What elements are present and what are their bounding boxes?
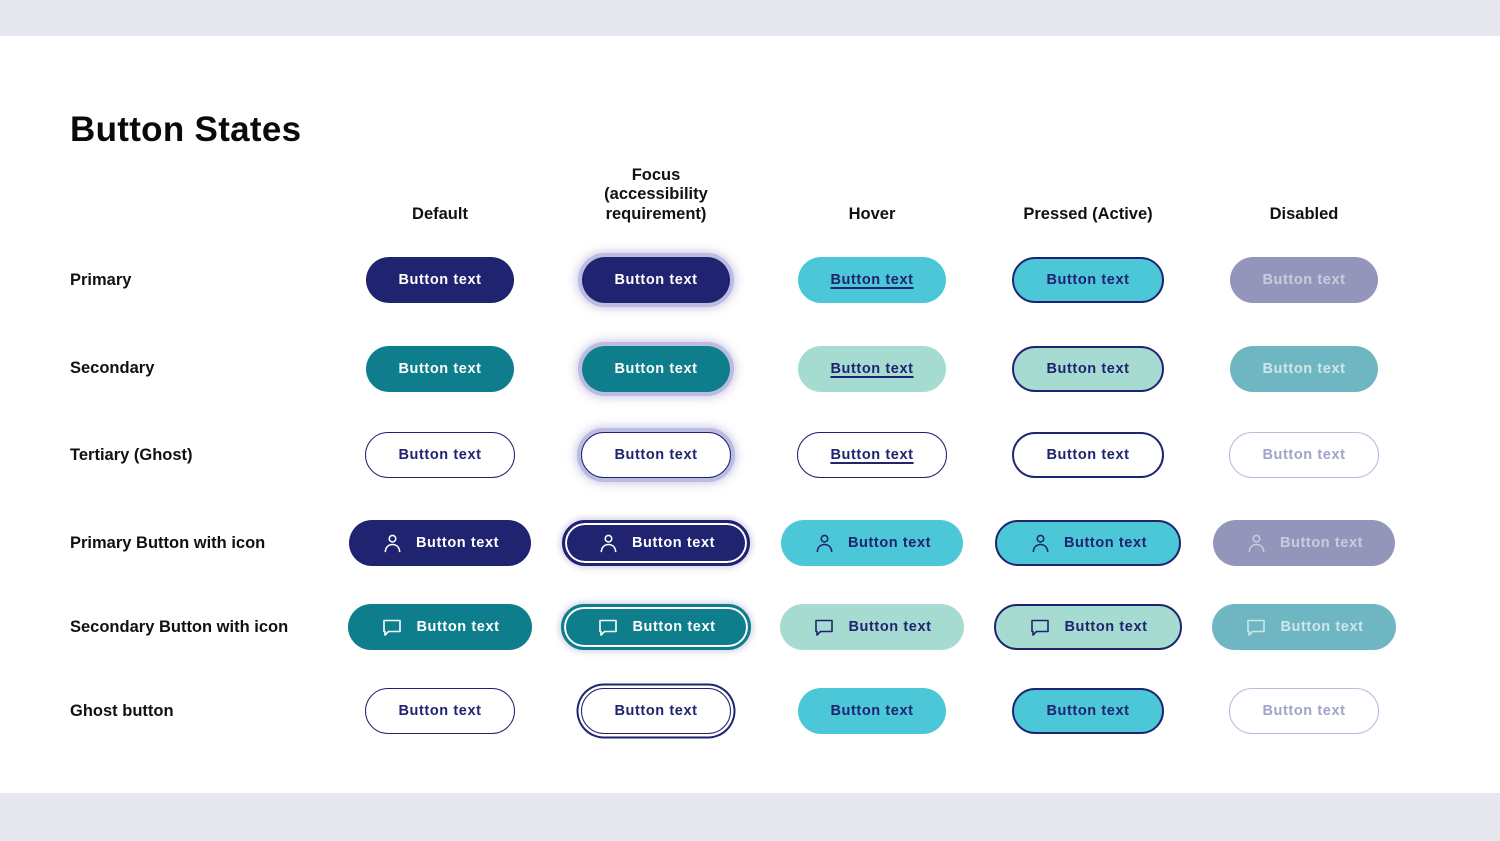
primary-icon-hover-button[interactable]: Button text [780,520,964,567]
person-icon [1029,532,1052,555]
button-states-matrix: Default Focus (accessibility requirement… [70,156,1500,757]
row-label-primary-icon: Primary Button with icon [70,533,266,552]
row-label-secondary-icon: Secondary Button with icon [70,617,289,636]
chat-bubble-icon [380,615,404,639]
header-spacer [70,156,332,236]
secondary-hover-button[interactable]: Button text [798,345,946,392]
row-label-tertiary: Tertiary (Ghost) [70,445,193,464]
secondary-icon-disabled-button: Button text [1212,604,1396,651]
primary-icon-focus-button[interactable]: Button text [561,520,751,567]
ghost-default-button[interactable]: Button text [365,688,515,735]
column-header-default: Default [412,204,468,223]
secondary-default-button[interactable]: Button text [366,345,514,392]
tertiary-default-button[interactable]: Button text [365,432,515,479]
column-header-focus: Focus (accessibility requirement) [604,165,708,223]
chat-bubble-icon [1244,615,1268,639]
chat-bubble-icon [812,615,836,639]
primary-focus-button[interactable]: Button text [582,257,730,304]
primary-default-button[interactable]: Button text [366,257,514,304]
primary-pressed-button[interactable]: Button text [1012,257,1164,304]
person-icon [597,532,620,555]
chat-bubble-icon [1028,615,1052,639]
primary-hover-button[interactable]: Button text [798,257,946,304]
primary-icon-default-button[interactable]: Button text [348,520,532,567]
tertiary-hover-button[interactable]: Button text [797,432,947,479]
person-icon [813,532,836,555]
person-icon [1245,532,1268,555]
secondary-disabled-button: Button text [1230,345,1378,392]
tertiary-focus-button[interactable]: Button text [581,432,731,479]
primary-icon-disabled-button: Button text [1212,520,1396,567]
secondary-icon-focus-button[interactable]: Button text [561,604,751,651]
primary-icon-pressed-button[interactable]: Button text [994,520,1182,567]
row-label-primary: Primary [70,270,132,289]
chat-bubble-icon [596,615,620,639]
row-label-ghost: Ghost button [70,701,174,720]
top-band [0,0,1500,36]
tertiary-pressed-button[interactable]: Button text [1012,432,1164,479]
column-header-hover: Hover [848,204,896,223]
secondary-focus-button[interactable]: Button text [582,345,730,392]
row-label-secondary: Secondary [70,359,155,378]
column-header-pressed: Pressed (Active) [1023,204,1153,223]
ghost-disabled-button: Button text [1229,688,1379,735]
bottom-band [0,793,1500,841]
ghost-hover-button[interactable]: Button text [798,688,946,735]
ghost-focus-button[interactable]: Button text [581,688,731,735]
ghost-pressed-button[interactable]: Button text [1012,688,1164,735]
page-title: Button States [70,110,302,149]
person-icon [381,532,404,555]
secondary-icon-default-button[interactable]: Button text [348,604,532,651]
secondary-pressed-button[interactable]: Button text [1012,345,1164,392]
column-header-disabled: Disabled [1269,204,1339,223]
secondary-icon-pressed-button[interactable]: Button text [994,604,1182,651]
secondary-icon-hover-button[interactable]: Button text [780,604,964,651]
tertiary-disabled-button: Button text [1229,432,1379,479]
primary-disabled-button: Button text [1230,257,1378,304]
